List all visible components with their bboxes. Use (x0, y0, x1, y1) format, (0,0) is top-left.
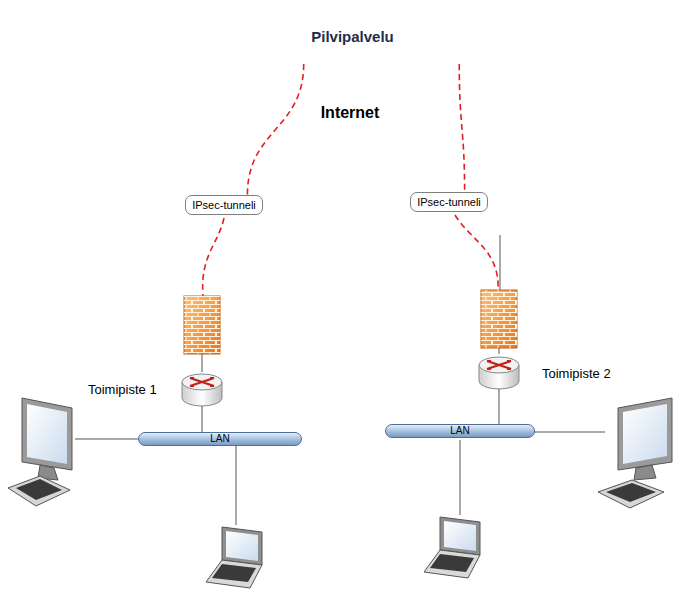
node-text: Pilvipalvelu (200, 28, 505, 45)
cloud-service: Pilvipalvelu (200, 2, 505, 74)
tunnel-line (203, 218, 224, 296)
tunnel-line (455, 215, 498, 290)
cloud-outline (115, 52, 585, 247)
node-text: IPsec-tunneli (417, 196, 481, 208)
router-icon (479, 357, 519, 389)
lan-segment: LAN (385, 424, 535, 438)
internet-cloud: InternetIPsec-tunneli IPsec-tunneli (115, 52, 585, 247)
router-icon (182, 374, 222, 406)
desktop-computer (8, 398, 72, 506)
lan-segment: LAN (138, 432, 302, 446)
desktop-computer (598, 398, 672, 508)
laptop-computer (424, 517, 480, 578)
node-text: LAN (390, 425, 530, 437)
firewall-icon (184, 296, 220, 354)
tunnel-line (247, 64, 303, 195)
site-label: Toimipiste 1 (88, 382, 157, 397)
node-text: Internet (115, 104, 585, 122)
tunnel-line (459, 64, 464, 192)
node-text: LAN (143, 433, 297, 445)
firewall-icon (481, 290, 517, 348)
tunnel-label: IPsec-tunneli (410, 192, 488, 212)
laptop-computer (206, 527, 262, 588)
site-label: Toimipiste 2 (542, 366, 611, 381)
node-text: IPsec-tunneli (192, 199, 256, 211)
tunnel-label: IPsec-tunneli (185, 195, 263, 215)
